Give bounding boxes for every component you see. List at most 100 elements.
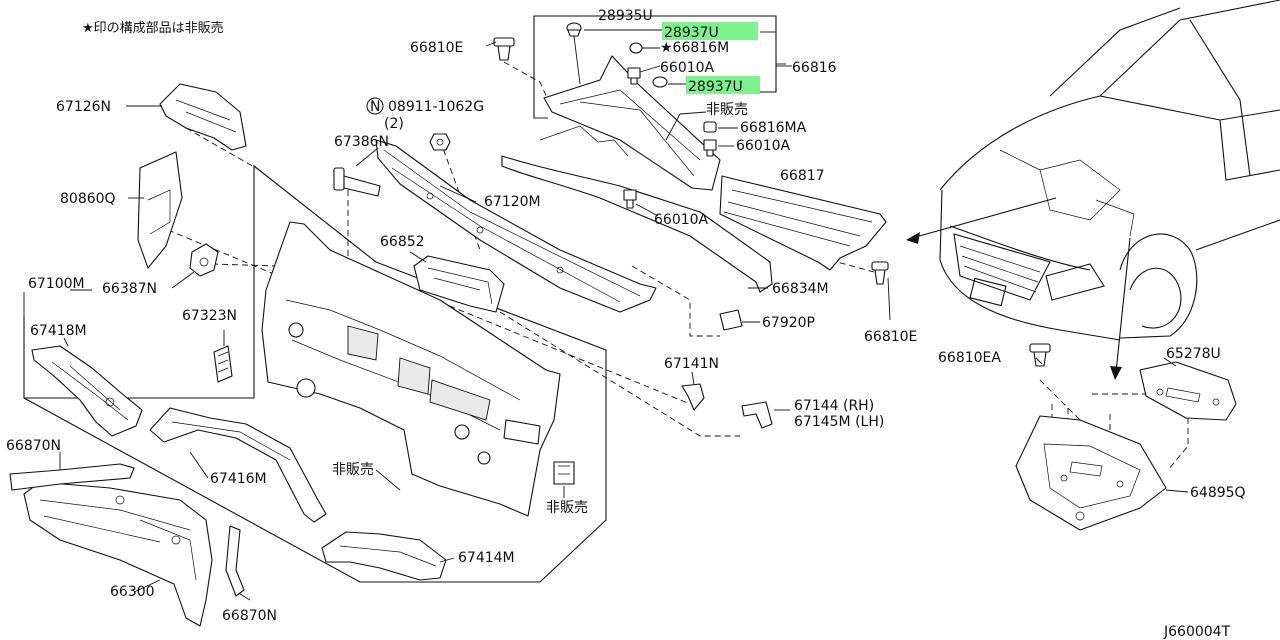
label-28937u-a: 28937U <box>664 25 719 41</box>
label-67418m: 67418M <box>30 323 87 339</box>
part-67414m <box>321 531 447 581</box>
bracket-66387n <box>189 243 219 277</box>
car-grille <box>953 233 1051 301</box>
part-66870n-a <box>9 463 135 491</box>
nut-66010a-b <box>703 139 717 157</box>
car-a-pillar <box>1189 19 1251 177</box>
arrow-to-underside-head <box>1110 366 1122 380</box>
car-hood-edge <box>939 0 1280 191</box>
label-66010a-b: 66010A <box>736 138 791 154</box>
label-66870n-b: 66870N <box>222 608 277 624</box>
nut-66010a-c <box>623 189 637 209</box>
label-66810e-b: 66810E <box>864 329 917 345</box>
bracket-67126n <box>159 83 247 151</box>
label-28935u: 28935U <box>598 8 653 24</box>
block-67920p <box>719 309 743 331</box>
car-engine-bay-detail <box>999 149 1135 237</box>
nut-66010a-a <box>627 67 641 85</box>
board-80860q-detail <box>147 189 171 235</box>
clip-66810ea <box>1029 343 1051 367</box>
part-67126n-bracket <box>159 83 247 151</box>
bracket-67414m <box>321 531 447 581</box>
label-08911-qty: (2) <box>384 116 404 132</box>
arrow-to-cowl <box>911 197 1057 239</box>
legend-note: ★印の構成部品は非販売 <box>82 20 224 36</box>
side-panel-66300 <box>23 481 213 627</box>
car-side-line <box>1195 219 1280 251</box>
label-67144: 67144 (RH) <box>794 398 874 414</box>
dash-panel-hole-c <box>454 424 470 440</box>
cowl-top-66817 <box>719 175 887 271</box>
car-windshield-left <box>1049 7 1181 97</box>
label-08911-group: N 08911-1062G (2) <box>366 97 484 132</box>
dash-67144 <box>499 311 740 437</box>
reinforcement-67416m <box>149 407 327 523</box>
clip-66810e-right <box>871 261 889 285</box>
washer-hose <box>539 125 629 157</box>
label-67141n: 67141N <box>664 356 719 372</box>
nozzle-28937u-b <box>652 76 668 88</box>
clip-66810e-top <box>493 37 515 61</box>
dash-panel-hole-d <box>477 451 491 465</box>
label-67126n: 67126N <box>56 99 111 115</box>
car-license-plate <box>969 277 1007 307</box>
cowl-top-66816 <box>543 55 721 191</box>
insulator-66852-ribs <box>427 267 493 305</box>
label-nonsale-a: 非販売 <box>706 102 748 118</box>
part-80860q-board <box>137 151 183 269</box>
nut-08911 <box>429 133 451 151</box>
dash-66810e-right <box>829 259 875 273</box>
label-67416m: 67416M <box>210 471 267 487</box>
part-66870n-b <box>225 525 245 597</box>
dash-panel-clip-nonsale <box>553 461 575 485</box>
part-66300 <box>23 481 213 627</box>
label-66300: 66300 <box>110 584 155 600</box>
label-66816: 66816 <box>792 60 837 76</box>
seal-66870n-b <box>225 525 245 597</box>
label-66810ea: 66810EA <box>938 350 1001 366</box>
fasteners <box>333 22 1051 429</box>
cowl-panel-67120m-ribs <box>383 149 641 303</box>
car-headlamp <box>1045 263 1105 301</box>
car-grille-bars <box>959 245 1041 293</box>
label-66834m: 66834M <box>772 281 829 297</box>
car-door-edge <box>1219 119 1280 181</box>
label-67100m: 67100M <box>28 276 85 292</box>
dash-panel-plate <box>503 419 541 445</box>
cap-66816m <box>629 42 643 54</box>
bracket-28935u <box>533 15 777 118</box>
label-28937u-b: 28937U <box>688 79 743 95</box>
label-nonsale-b: 非販売 <box>332 462 374 478</box>
label-80860q: 80860Q <box>60 191 116 207</box>
label-66817: 66817 <box>780 168 825 184</box>
label-67323n: 67323N <box>182 308 237 324</box>
dash-66387n <box>211 263 277 267</box>
dash-65278u <box>1092 393 1189 471</box>
label-nonsale-c: 非販売 <box>546 500 588 516</box>
member-67418m <box>31 345 143 437</box>
part-67418m <box>31 345 143 437</box>
highlight-28937u-a <box>662 22 758 40</box>
tray-64895q <box>1015 415 1167 531</box>
label-66010a-c: 66010A <box>654 212 709 228</box>
leader-lines <box>59 29 1189 601</box>
car-wheel <box>1129 267 1182 329</box>
dash-66810e-top <box>503 61 549 101</box>
part-67323n <box>213 345 233 383</box>
label-65278u: 65278U <box>1166 346 1221 362</box>
label-67145m: 67145M (LH) <box>794 414 884 430</box>
dash-panel-hole-b <box>296 378 316 398</box>
clip-67386n <box>333 167 381 197</box>
part-65278u <box>1139 361 1237 421</box>
label-08911: 08911-1062G <box>388 99 484 115</box>
cowl-top-66816-ribs <box>559 89 701 177</box>
dash-panel-cutout-b <box>397 357 431 395</box>
label-67920p: 67920P <box>762 315 815 331</box>
label-67414m: 67414M <box>458 550 515 566</box>
label-67386n: 67386N <box>334 134 389 150</box>
nut-symbol-icon <box>366 97 384 115</box>
dash-80860q <box>167 229 299 285</box>
bracket-67126n-ribs <box>175 99 237 133</box>
label-66852: 66852 <box>380 234 425 250</box>
